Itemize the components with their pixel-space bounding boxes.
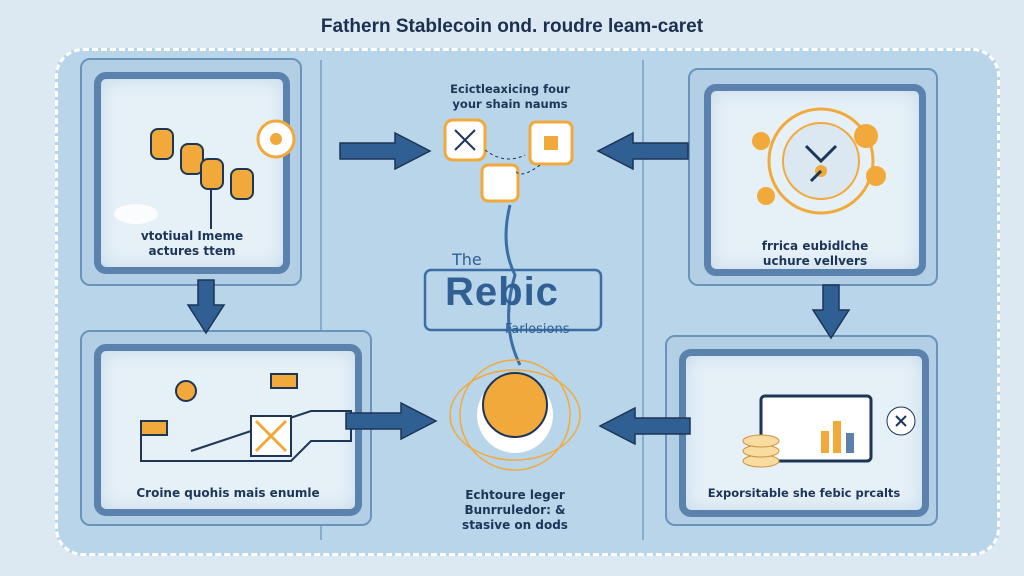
arrow-left-bottom: [598, 406, 691, 446]
panel-bottom-left: Croine quohis mais enumle: [80, 330, 372, 526]
logo-box: [423, 268, 603, 332]
center-top-text: Ecictleaxicing four your shain naums: [420, 82, 600, 112]
mining-machine-icon: [140, 373, 352, 462]
text-line: stasive on dods: [462, 518, 568, 532]
panel-bottom-right: Exporsitable she febic prcalts: [665, 335, 938, 526]
panel-top-right-label: frrica eubidlche uchure vellvers: [711, 239, 919, 269]
monitor-chart-icon: [742, 394, 916, 468]
label-line: vtotiual Imeme: [140, 229, 244, 243]
arrow-right-top: [339, 131, 432, 171]
divider-left: [320, 60, 322, 540]
arrow-right-bottom: [345, 401, 438, 441]
panel-bottom-right-label: Exporsitable she febic prcalts: [707, 486, 901, 500]
logo-word: Rebic: [445, 270, 559, 314]
panel-bottom-left-label: Croine quohis mais enumle: [136, 486, 320, 500]
text-line: Bunrruledor: &: [464, 503, 566, 517]
text-line: Echtoure leger: [465, 488, 565, 502]
arrow-left-top: [596, 131, 689, 171]
diagram-title: Fathern Stablecoin ond. roudre leam-care…: [320, 16, 704, 37]
label-line: frrica eubidlche: [761, 239, 869, 253]
center-chain-icons: [443, 118, 574, 366]
label-line: uchure vellvers: [762, 254, 868, 268]
label-line: actures ttem: [148, 244, 236, 258]
arrow-down-left: [186, 279, 226, 335]
panel-top-left-label: vtotiual Imeme actures ttem: [101, 229, 283, 259]
center-bottom-text: Echtoure leger Bunrruledor: & stasive on…: [420, 488, 610, 533]
text-line: your shain naums: [452, 97, 568, 111]
divider-right: [642, 60, 644, 540]
arrow-down-right: [811, 284, 851, 340]
center-coin-icon: [449, 359, 581, 471]
token-icons: [114, 119, 296, 229]
logo-prefix: The: [452, 250, 482, 269]
text-line: Ecictleaxicing four: [450, 82, 570, 96]
gear-network-icon: [752, 107, 886, 215]
panel-top-right: frrica eubidlche uchure vellvers: [688, 68, 938, 286]
panel-top-left: vtotiual Imeme actures ttem: [80, 58, 302, 286]
logo-sub: Farlosions: [505, 322, 570, 337]
